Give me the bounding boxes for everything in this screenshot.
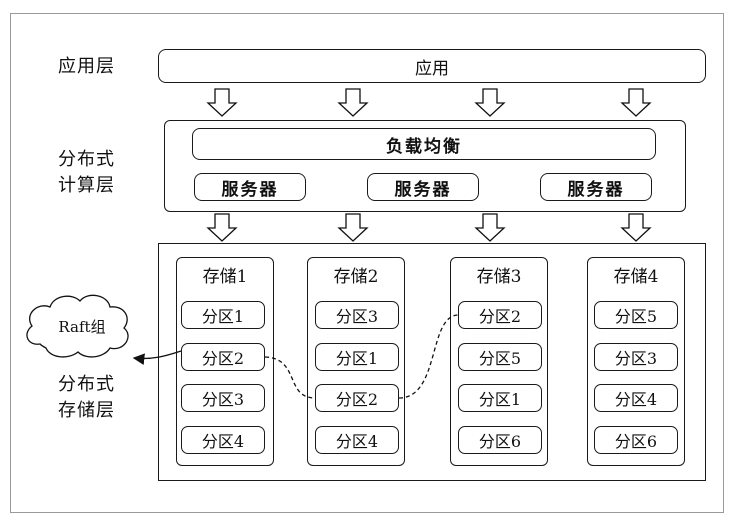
partition-box: 分区1 <box>181 301 265 329</box>
load-balancer-label: 负载均衡 <box>386 136 462 157</box>
partition-label: 分区5 <box>614 307 658 326</box>
partition-label: 分区6 <box>614 432 658 451</box>
partition-box: 分区6 <box>458 426 542 454</box>
raft-group-label: Raft组 <box>58 318 106 336</box>
down-arrow-icon <box>474 88 506 117</box>
compute-layer-label-line1: 分布式 <box>58 149 115 170</box>
compute-layer-label-line2: 计算层 <box>58 175 115 196</box>
storage-node-title: 存储2 <box>333 267 379 287</box>
down-arrow-icon <box>337 88 369 117</box>
load-balancer-box: 负载均衡 <box>192 128 656 160</box>
partition-box: 分区1 <box>458 384 542 412</box>
down-arrow-icon <box>620 88 652 117</box>
server-box-1: 服务器 <box>194 173 306 201</box>
down-arrow-icon <box>206 213 238 242</box>
partition-box: 分区3 <box>181 384 265 412</box>
partition-label: 分区3 <box>614 349 658 368</box>
storage-node-title: 存储4 <box>613 267 659 287</box>
partition-box: 分区4 <box>315 426 399 454</box>
storage-node-title: 存储1 <box>202 267 248 287</box>
partition-label: 分区6 <box>478 432 522 451</box>
partition-label: 分区3 <box>201 390 245 409</box>
down-arrow-icon <box>620 213 652 242</box>
application-box-label: 应用 <box>415 58 449 79</box>
partition-label: 分区4 <box>335 432 379 451</box>
storage-layer-label-line2: 存储层 <box>58 400 115 421</box>
partition-box: 分区3 <box>594 343 678 371</box>
partition-label: 分区2 <box>201 349 245 368</box>
application-box: 应用 <box>158 49 706 83</box>
down-arrow-icon <box>337 213 369 242</box>
partition-box: 分区4 <box>181 426 265 454</box>
partition-label: 分区1 <box>478 390 522 409</box>
partition-label: 分区4 <box>201 432 245 451</box>
partition-label: 分区4 <box>614 390 658 409</box>
partition-label: 分区5 <box>478 349 522 368</box>
application-layer-label: 应用层 <box>58 56 115 77</box>
partition-label: 分区2 <box>478 307 522 326</box>
down-arrow-icon <box>474 213 506 242</box>
raft-dashed-link <box>264 356 316 399</box>
partition-label: 分区2 <box>335 390 379 409</box>
raft-dashed-link <box>398 314 459 399</box>
partition-label: 分区1 <box>335 349 379 368</box>
partition-box: 分区6 <box>594 426 678 454</box>
partition-box: 分区2 <box>181 343 265 371</box>
server-label: 服务器 <box>221 179 279 200</box>
partition-box: 分区3 <box>315 301 399 329</box>
storage-layer-label-line1: 分布式 <box>58 374 115 395</box>
partition-label: 分区1 <box>201 307 245 326</box>
server-box-3: 服务器 <box>540 173 652 201</box>
partition-box: 分区4 <box>594 384 678 412</box>
partition-box: 分区2 <box>315 384 399 412</box>
server-label: 服务器 <box>394 179 452 200</box>
server-label: 服务器 <box>567 179 625 200</box>
raft-arrow <box>132 350 182 365</box>
partition-label: 分区3 <box>335 307 379 326</box>
storage-node-title: 存储3 <box>476 267 522 287</box>
cloud-icon <box>26 294 129 358</box>
partition-box: 分区2 <box>458 301 542 329</box>
partition-box: 分区5 <box>594 301 678 329</box>
partition-box: 分区1 <box>315 343 399 371</box>
server-box-2: 服务器 <box>367 173 479 201</box>
partition-box: 分区5 <box>458 343 542 371</box>
down-arrow-icon <box>206 88 238 117</box>
